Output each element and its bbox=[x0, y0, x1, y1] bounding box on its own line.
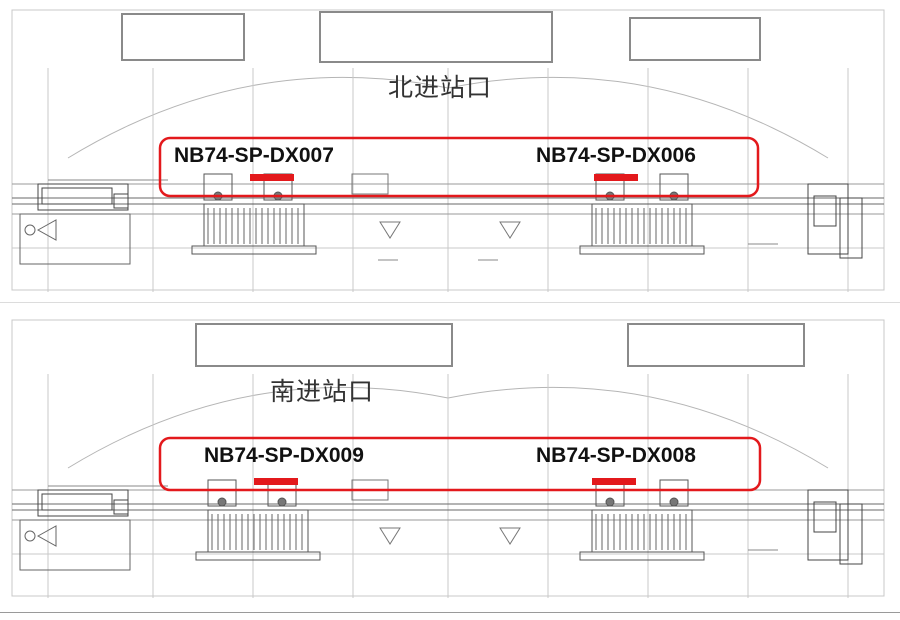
screen-id-label: NB74-SP-DX008 bbox=[536, 444, 696, 467]
blank-label-box bbox=[629, 17, 761, 61]
south-plan-drawing bbox=[11, 319, 885, 598]
screen-highlight-outline bbox=[158, 136, 760, 198]
screen-marker bbox=[594, 174, 638, 181]
panel-separator bbox=[0, 302, 900, 303]
bottom-border bbox=[0, 612, 900, 613]
floor-plan-south: 南进站口 NB74-SP-DX009 NB74-SP-DX008 bbox=[8, 318, 888, 598]
floor-plan-north: 北进站口 NB74-SP-DX007 NB74-SP-DX006 bbox=[8, 8, 888, 292]
blank-label-box bbox=[195, 323, 453, 367]
blank-label-box bbox=[121, 13, 245, 61]
north-plan-drawing bbox=[11, 9, 885, 292]
blank-label-box bbox=[627, 323, 805, 367]
screen-highlight-outline bbox=[158, 436, 762, 492]
screen-id-label: NB74-SP-DX007 bbox=[174, 144, 334, 167]
screen-marker bbox=[254, 478, 298, 485]
screen-id-label: NB74-SP-DX009 bbox=[204, 444, 364, 467]
screen-id-label: NB74-SP-DX006 bbox=[536, 144, 696, 167]
screen-marker bbox=[250, 174, 294, 181]
screen-marker bbox=[592, 478, 636, 485]
blank-label-box bbox=[319, 11, 553, 63]
entrance-label-south: 南进站口 bbox=[270, 377, 375, 406]
entrance-label-north: 北进站口 bbox=[388, 73, 493, 102]
